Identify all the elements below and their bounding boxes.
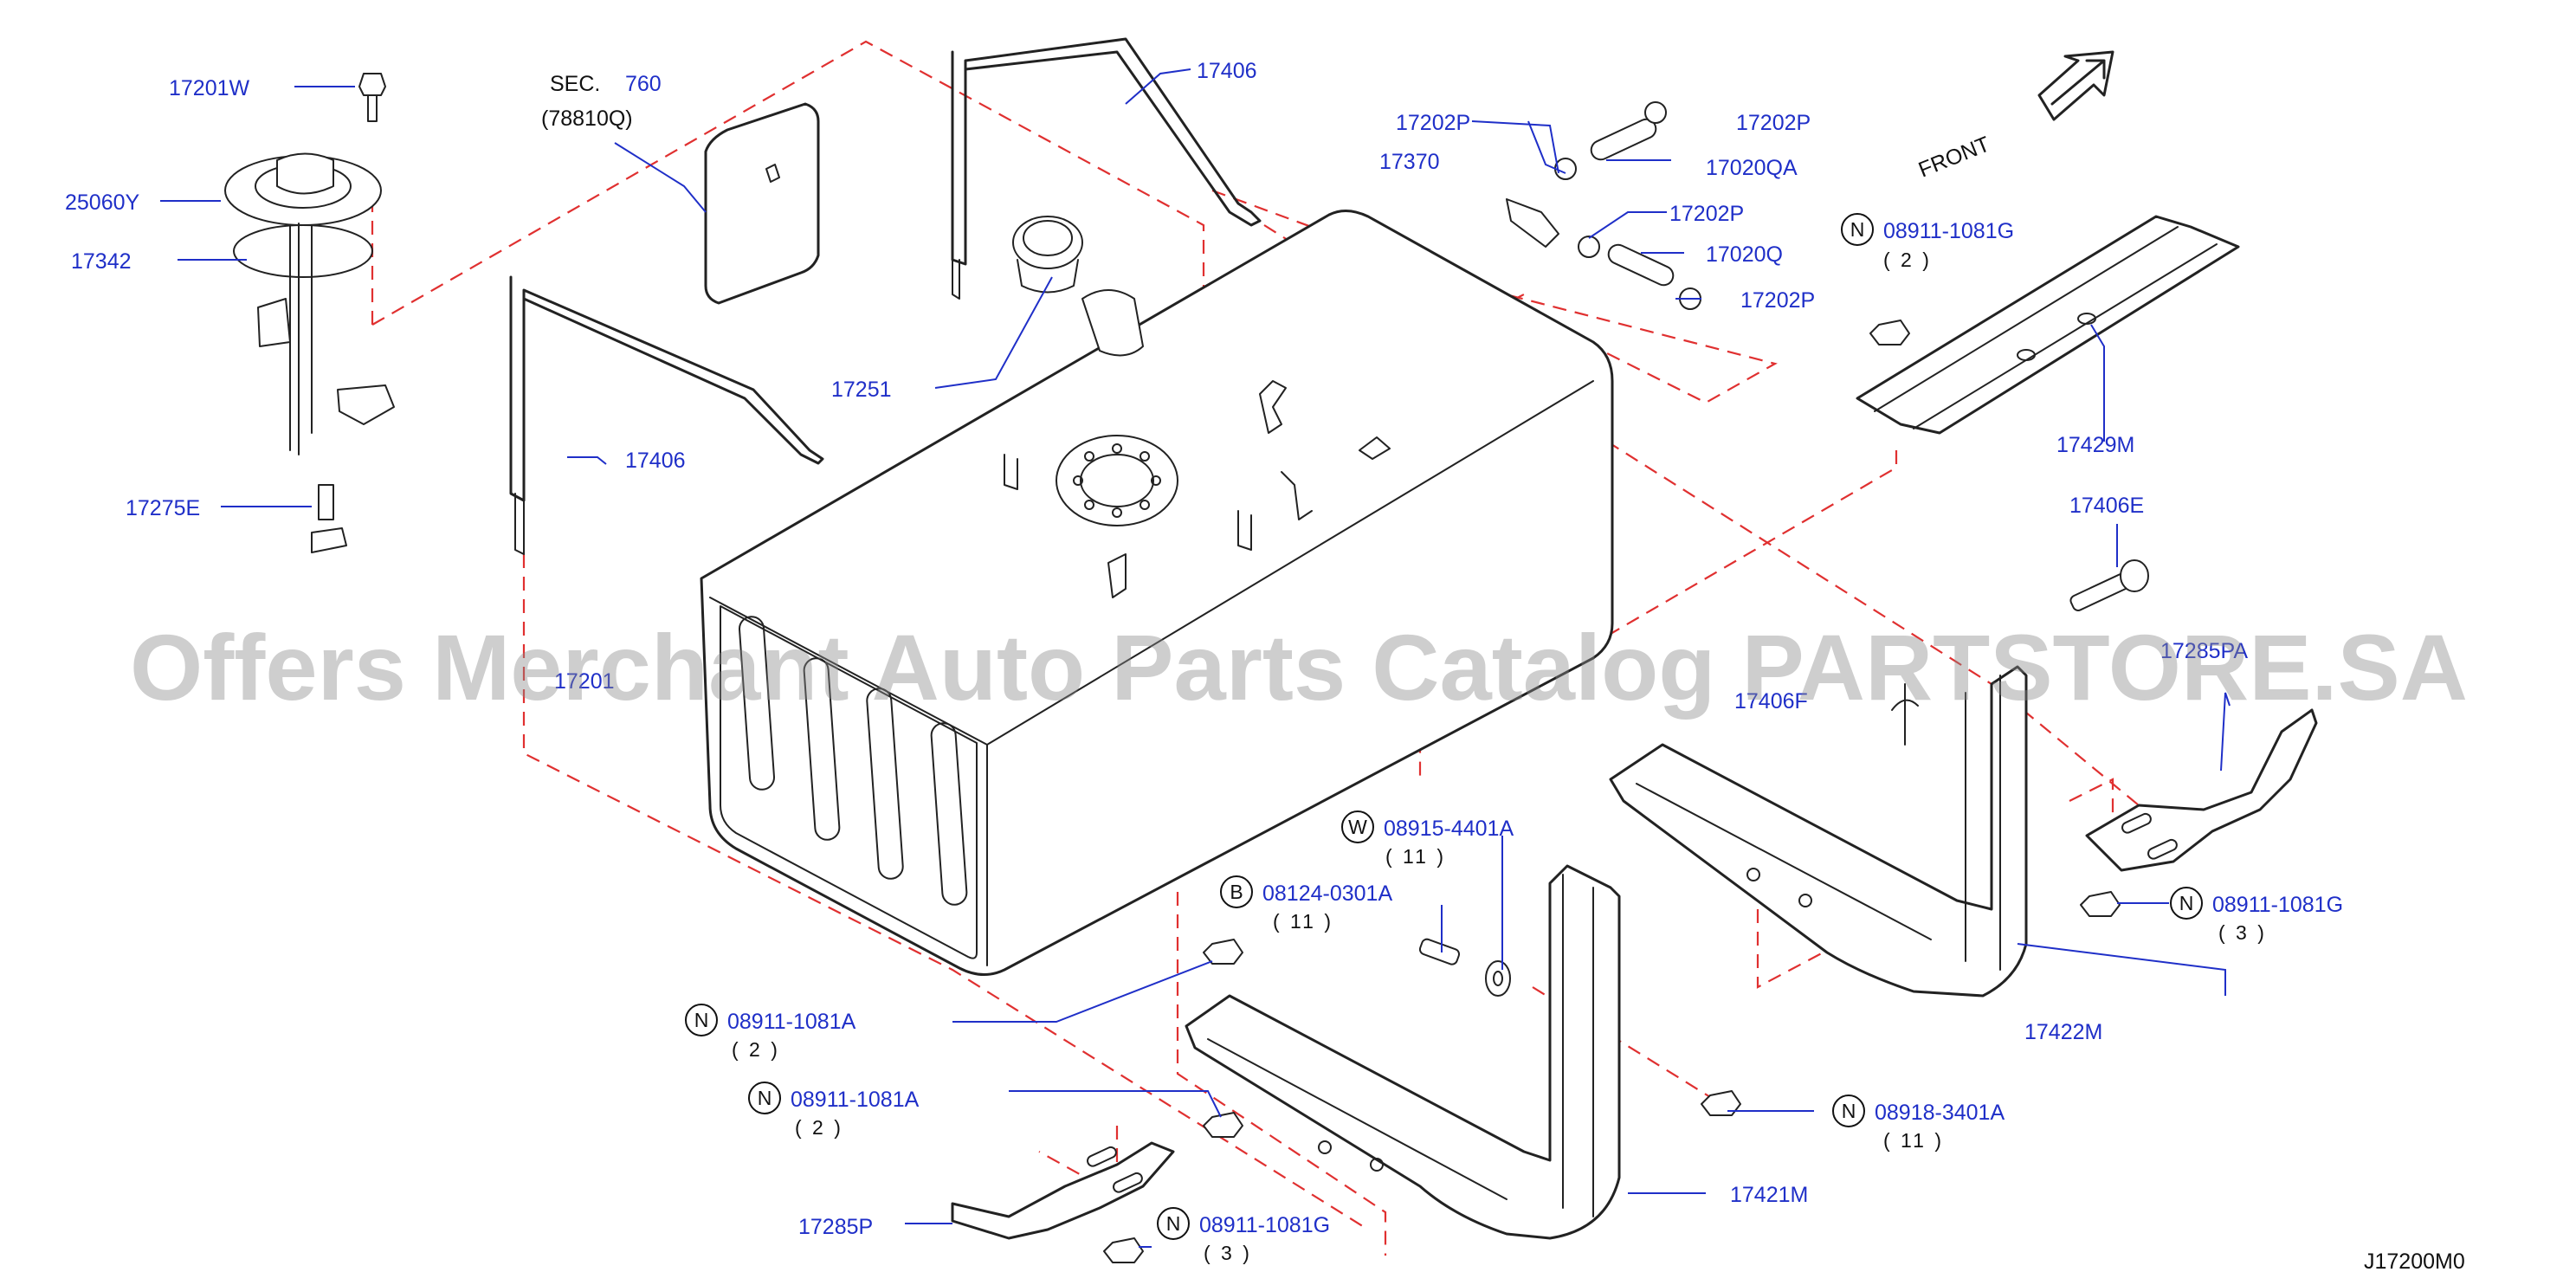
svg-text:( 3 ): ( 3 ) bbox=[1204, 1242, 1252, 1264]
bolt-17406E[interactable] bbox=[2069, 559, 2149, 612]
bolt-08124[interactable] bbox=[1418, 938, 1461, 965]
fastener-callout-6[interactable]: N 08911-1081A ( 2 ) bbox=[748, 1082, 920, 1139]
svg-text:08911-1081A[interactable]: 08911-1081A bbox=[791, 1088, 920, 1112]
circled-letter-icon bbox=[1841, 213, 1874, 246]
circled-letter-icon bbox=[685, 1004, 718, 1036]
svg-text:B: B bbox=[1230, 881, 1243, 903]
drain-plug[interactable] bbox=[311, 484, 347, 553]
sec-number[interactable]: 760 bbox=[625, 72, 662, 96]
nut-upper[interactable] bbox=[1869, 320, 1910, 345]
tank-strap-17422M[interactable] bbox=[1609, 665, 2028, 998]
nut-08918[interactable] bbox=[1701, 1090, 1741, 1116]
svg-text:N: N bbox=[1850, 218, 1865, 241]
label-17020Q[interactable]: 17020Q bbox=[1706, 242, 1783, 267]
label-17202P-c[interactable]: 17202P bbox=[1669, 202, 1744, 226]
label-25060Y[interactable]: 25060Y bbox=[65, 190, 140, 215]
fastener-callout-8[interactable]: N 08911-1081G ( 3 ) bbox=[1157, 1207, 1330, 1264]
nut-right[interactable] bbox=[2080, 891, 2121, 917]
fastener-callout-7[interactable]: N 08918-3401A ( 11 ) bbox=[1832, 1095, 2005, 1152]
label-17275E[interactable]: 17275E bbox=[126, 496, 200, 520]
access-cover[interactable] bbox=[704, 102, 820, 305]
svg-text:08911-1081A[interactable]: 08911-1081A bbox=[727, 1010, 856, 1034]
tank-strap-17421M[interactable] bbox=[1185, 864, 1621, 1240]
circled-letter-icon bbox=[1157, 1207, 1190, 1240]
bracket-17285PA[interactable] bbox=[2085, 708, 2318, 872]
vent-hose-group[interactable] bbox=[1506, 101, 1701, 310]
svg-text:N: N bbox=[694, 1009, 709, 1031]
circled-letter-icon bbox=[1341, 810, 1374, 843]
bracket-17285P[interactable] bbox=[951, 1141, 1175, 1240]
fuel-sender-unit[interactable] bbox=[224, 152, 395, 455]
fastener-callout-1[interactable]: N 08911-1081G ( 2 ) bbox=[1841, 213, 2014, 271]
label-17406-left[interactable]: 17406 bbox=[625, 449, 686, 473]
label-17429M[interactable]: 17429M bbox=[2056, 433, 2134, 457]
label-17370[interactable]: 17370 bbox=[1379, 150, 1440, 174]
fastener-callout-5[interactable]: N 08911-1081A ( 2 ) bbox=[685, 1004, 856, 1061]
svg-text:N: N bbox=[1166, 1212, 1181, 1235]
svg-text:( 2 ): ( 2 ) bbox=[732, 1038, 780, 1061]
sec-prefix: SEC. bbox=[550, 72, 600, 96]
circled-letter-icon bbox=[1832, 1095, 1865, 1127]
label-17251[interactable]: 17251 bbox=[831, 378, 892, 402]
front-label: FRONT bbox=[1915, 132, 1993, 182]
tank-strap-left[interactable] bbox=[509, 275, 824, 555]
circled-letter-icon bbox=[1220, 875, 1253, 908]
svg-text:N: N bbox=[1842, 1100, 1856, 1122]
fuel-tank[interactable] bbox=[700, 210, 1614, 976]
watermark-text: Offers Merchant Auto Parts Catalog PARTS… bbox=[130, 615, 2468, 720]
circled-letter-icon bbox=[748, 1082, 781, 1114]
hook-17406F[interactable] bbox=[1891, 683, 1919, 746]
label-17406F[interactable]: 17406F bbox=[1734, 689, 1808, 714]
label-17342[interactable]: 17342 bbox=[71, 249, 132, 274]
fastener-callout-2[interactable]: N 08911-1081G ( 3 ) bbox=[2170, 887, 2343, 944]
label-17285PA[interactable]: 17285PA bbox=[2160, 639, 2248, 663]
svg-text:( 11 ): ( 11 ) bbox=[1273, 910, 1333, 933]
nut-lower-1[interactable] bbox=[1203, 939, 1243, 965]
svg-text:08911-1081G[interactable]: 08911-1081G bbox=[1199, 1213, 1330, 1237]
svg-text:N: N bbox=[758, 1087, 772, 1109]
svg-text:N: N bbox=[2179, 892, 2194, 914]
label-17202P-b[interactable]: 17202P bbox=[1736, 111, 1811, 135]
svg-text:08124-0301A[interactable]: 08124-0301A bbox=[1262, 881, 1392, 906]
svg-text:08918-3401A[interactable]: 08918-3401A bbox=[1875, 1101, 2005, 1125]
sec-reference[interactable]: SEC. 760 (78810Q) bbox=[541, 72, 662, 131]
label-17406E[interactable]: 17406E bbox=[2069, 494, 2144, 518]
tank-strap-top[interactable] bbox=[951, 37, 1262, 300]
nut-lower-3[interactable] bbox=[1103, 1237, 1144, 1263]
front-arrow-icon bbox=[2037, 50, 2114, 121]
label-17201[interactable]: 17201 bbox=[554, 669, 615, 694]
label-17421M[interactable]: 17421M bbox=[1730, 1183, 1808, 1207]
leader-lines bbox=[160, 68, 2231, 1248]
label-17202P-a[interactable]: 17202P bbox=[1396, 111, 1470, 135]
cross-member-17429M[interactable] bbox=[1856, 215, 2240, 435]
svg-text:( 2 ): ( 2 ) bbox=[795, 1116, 843, 1139]
label-17202P-d[interactable]: 17202P bbox=[1740, 288, 1815, 313]
diagram-code: J17200M0 bbox=[2364, 1249, 2465, 1274]
svg-text:( 2 ): ( 2 ) bbox=[1883, 249, 1932, 271]
svg-text:W: W bbox=[1348, 816, 1367, 838]
label-17020QA[interactable]: 17020QA bbox=[1706, 156, 1798, 180]
fastener-callout-3[interactable]: W 08915-4401A ( 11 ) bbox=[1341, 810, 1514, 868]
svg-text:( 3 ): ( 3 ) bbox=[2218, 921, 2267, 944]
sec-sub: (78810Q) bbox=[541, 107, 633, 131]
svg-text:( 11 ): ( 11 ) bbox=[1883, 1129, 1944, 1152]
fastener-callout-4[interactable]: B 08124-0301A ( 11 ) bbox=[1220, 875, 1392, 933]
label-17285P[interactable]: 17285P bbox=[798, 1215, 873, 1239]
svg-text:08911-1081G[interactable]: 08911-1081G bbox=[2212, 893, 2343, 917]
label-17422M[interactable]: 17422M bbox=[2024, 1020, 2102, 1044]
circled-letter-icon bbox=[2170, 887, 2203, 920]
sender-bolt[interactable] bbox=[358, 73, 386, 122]
washer-08915[interactable] bbox=[1485, 960, 1511, 997]
label-17201W[interactable]: 17201W bbox=[169, 76, 250, 100]
svg-text:08911-1081G[interactable]: 08911-1081G bbox=[1883, 219, 2014, 243]
nut-lower-2[interactable] bbox=[1203, 1112, 1243, 1138]
svg-text:( 11 ): ( 11 ) bbox=[1385, 845, 1446, 868]
part-labels: 17201W 25060Y 17342 17275E SEC. 760 (788… bbox=[65, 59, 2465, 1274]
svg-text:08915-4401A[interactable]: 08915-4401A bbox=[1384, 817, 1514, 841]
filler-cap[interactable] bbox=[1012, 216, 1083, 294]
label-17406-top[interactable]: 17406 bbox=[1197, 59, 1257, 83]
